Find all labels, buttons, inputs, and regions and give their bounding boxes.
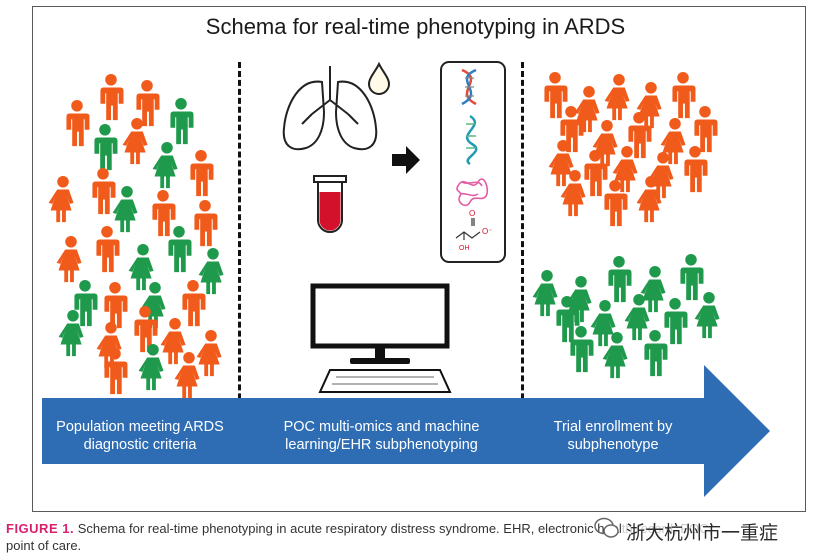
person-icon [74, 280, 98, 327]
arrow-label-line: Population meeting ARDS [56, 419, 224, 435]
computer-monitor-icon [310, 283, 450, 364]
person-icon [644, 330, 668, 377]
person-icon [104, 282, 128, 329]
person-icon [182, 280, 206, 327]
person-icon [664, 298, 688, 345]
omics-panel [440, 61, 506, 263]
person-icon [58, 310, 84, 357]
right-arrow-icon [392, 146, 420, 174]
person-icon [624, 294, 650, 341]
person-icon [684, 146, 708, 193]
metabolite-icon [455, 218, 481, 240]
blood-tube-icon [313, 175, 347, 233]
person-icon [168, 226, 192, 273]
caption-text-2: point of care. [6, 538, 82, 553]
dna-icon [461, 68, 477, 106]
section-divider-2 [521, 62, 524, 462]
person-icon [190, 150, 214, 197]
person-icon [152, 190, 176, 237]
person-icon [196, 330, 222, 377]
person-icon [96, 322, 122, 369]
person-icon [532, 270, 558, 317]
person-icon [680, 254, 704, 301]
person-icon [194, 200, 218, 247]
person-icon [56, 236, 82, 283]
arrow-label-line: diagnostic criteria [83, 437, 197, 453]
arrow-label-line: subphenotype [567, 437, 659, 453]
metabolite-oh-label: OH [459, 245, 470, 252]
arrow-label-population: Population meeting ARDS diagnostic crite… [44, 418, 236, 454]
keyboard-icon [318, 369, 452, 393]
figure-label: FIGURE 1. [6, 521, 75, 536]
metabolite-o-label: O [469, 209, 475, 218]
person-icon [152, 142, 178, 189]
person-icon [604, 74, 630, 121]
person-icon [92, 168, 116, 215]
wechat-icon [594, 517, 619, 538]
metabolite-o-minus-label: O⁻ [482, 227, 492, 236]
person-icon [694, 292, 720, 339]
person-icon [112, 186, 138, 233]
person-icon [544, 72, 568, 119]
person-icon [100, 74, 124, 121]
caption-text: Schema for real-time phenotyping in acut… [77, 521, 713, 536]
enrolled-crowd [532, 72, 720, 379]
person-icon [96, 226, 120, 273]
protein-icon [456, 178, 489, 207]
person-icon [694, 106, 718, 153]
population-crowd [48, 74, 224, 399]
person-icon [170, 98, 194, 145]
person-icon [160, 318, 186, 365]
person-icon [128, 244, 154, 291]
person-icon [198, 248, 224, 295]
person-icon [48, 176, 74, 223]
person-icon [608, 256, 632, 303]
figure-title: Schema for real-time phenotyping in ARDS [205, 14, 626, 39]
arrow-label-line: POC multi-omics and machine [283, 419, 480, 435]
arrow-label-line: Trial enrollment by [553, 419, 673, 435]
person-icon [672, 72, 696, 119]
rna-icon [465, 114, 478, 166]
droplet-icon [367, 61, 391, 95]
person-icon [570, 326, 594, 373]
person-icon [174, 352, 200, 399]
lungs-icon [282, 66, 378, 151]
person-icon [66, 100, 90, 147]
figure-caption: FIGURE 1. Schema for real-time phenotypi… [6, 520, 806, 554]
watermark-text: 浙大杭州市一重症 [622, 518, 783, 545]
arrow-label-line: learning/EHR subphenotyping [285, 437, 478, 453]
person-icon [640, 266, 666, 313]
arrow-label-subphenotyping: POC multi-omics and machine learning/EHR… [244, 418, 519, 454]
section-divider-1 [238, 62, 241, 462]
process-arrow-shape [42, 365, 770, 497]
arrow-label-trial-enrollment: Trial enrollment by subphenotype [528, 418, 698, 454]
person-icon [94, 124, 118, 171]
